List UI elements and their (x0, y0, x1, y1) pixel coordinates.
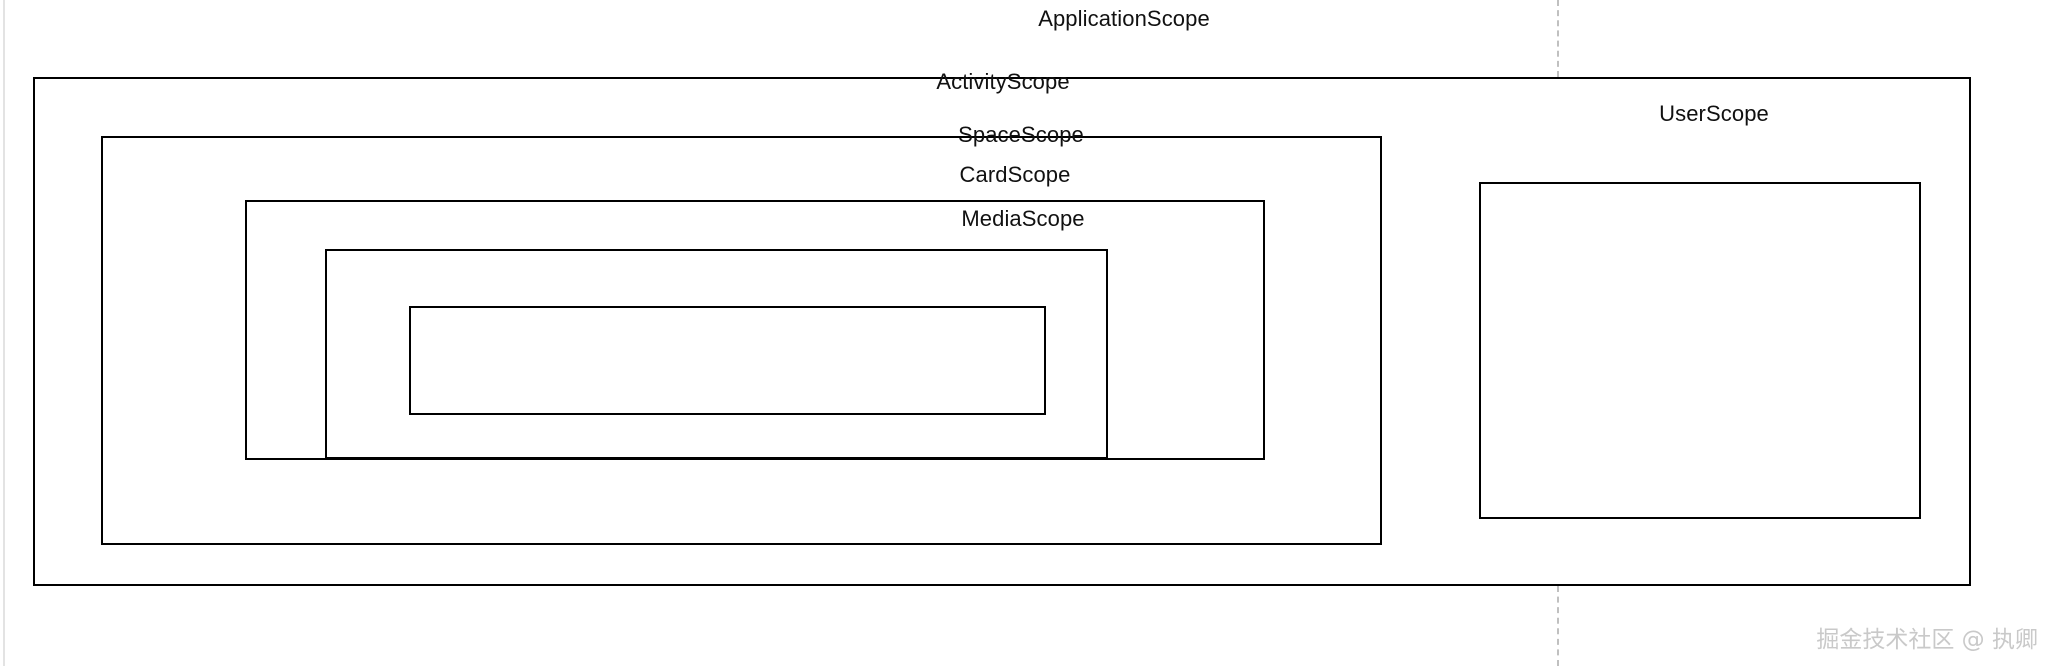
vertical-dashed-divider-bottom (1557, 586, 1559, 666)
scope-label-card: CardScope (959, 162, 1071, 187)
scope-label-user: UserScope (1659, 101, 1769, 126)
vertical-dashed-divider-top (1557, 0, 1559, 77)
scope-label-media: MediaScope (961, 206, 1085, 231)
scope-box-innermost[interactable] (409, 306, 1046, 415)
scope-box-media[interactable] (325, 249, 1108, 459)
scope-box-activity[interactable] (33, 77, 1971, 586)
watermark-text: 掘金技术社区 @ 执卿 (1816, 627, 2038, 653)
scope-label-space: SpaceScope (958, 122, 1084, 147)
scope-box-space[interactable] (101, 136, 1382, 545)
scope-box-card[interactable] (245, 200, 1265, 460)
scope-label-activity: ActivityScope (936, 69, 1070, 94)
page-edge-divider (3, 0, 5, 666)
scope-label-application: ApplicationScope (1038, 6, 1210, 31)
scope-box-user[interactable] (1479, 182, 1921, 519)
